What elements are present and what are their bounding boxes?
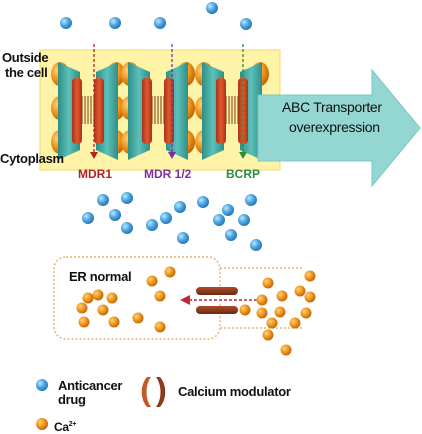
calcium-ion <box>262 277 274 289</box>
calcium-ion <box>108 316 120 328</box>
drug-molecule <box>222 204 234 216</box>
drug-molecule <box>82 212 94 224</box>
calcium-ion <box>97 304 109 316</box>
drug-molecule <box>240 18 252 30</box>
transporter-helix <box>142 78 152 144</box>
transporter-label-mdr12: MDR 1/2 <box>144 167 192 181</box>
calcium-ion <box>280 344 292 356</box>
overexpression-arrow <box>257 68 421 188</box>
drug-molecule <box>154 17 166 29</box>
drug-molecule <box>121 192 133 204</box>
calcium-ion <box>78 316 90 328</box>
cytoplasm-label: Cytoplasm <box>0 151 64 166</box>
calcium-ion <box>276 290 288 302</box>
transporter-helix <box>72 78 82 144</box>
calcium-ion <box>256 294 268 306</box>
drug-molecule <box>197 196 209 208</box>
calcium-ion <box>76 302 88 314</box>
efflux-arrow-head <box>239 152 247 159</box>
calcium-ion <box>106 292 118 304</box>
transporter-2 <box>121 44 195 160</box>
legend-modulator-label: Calcium modulator <box>178 384 291 399</box>
transporter-1 <box>51 44 125 160</box>
calcium-ion <box>239 304 251 316</box>
calcium-ion <box>164 266 176 278</box>
drug-molecule <box>109 17 121 29</box>
drug-molecule <box>225 229 237 241</box>
outside-label-line1: Outside <box>2 50 49 65</box>
er-label: ER normal <box>69 269 132 284</box>
calcium-flow-arrow <box>180 295 262 305</box>
calcium-ion <box>82 292 94 304</box>
drug-molecule <box>250 239 262 251</box>
legend-drug-label-line1: Anticancer <box>58 378 123 393</box>
calcium-ion <box>304 270 316 282</box>
drug-molecule <box>238 214 250 226</box>
transporter-helix <box>216 78 226 144</box>
transporter-label-mdr1: MDR1 <box>78 167 113 181</box>
drug-molecule <box>121 222 133 234</box>
drug-molecule <box>160 212 172 224</box>
calcium-ion <box>146 275 158 287</box>
drug-molecule <box>109 209 121 221</box>
calcium-ion <box>154 290 166 302</box>
drug-molecule <box>245 194 257 206</box>
transporter-helix <box>94 78 104 144</box>
calcium-ion <box>274 306 286 318</box>
calcium-ion <box>256 307 268 319</box>
drug-molecule <box>177 232 189 244</box>
efflux-arrow-head <box>90 152 98 159</box>
calcium-ion <box>266 317 278 329</box>
calcium-ion <box>132 312 144 324</box>
calcium-ion <box>300 307 312 319</box>
arrow-label-line2: overexpression <box>289 119 380 135</box>
calcium-ion <box>154 321 166 333</box>
legend-calcium-icon <box>36 418 48 430</box>
drug-molecule <box>60 17 72 29</box>
legend-drug-label-line2: drug <box>58 392 86 407</box>
calcium-ion <box>92 289 104 301</box>
transporter-label-bcrp: BCRP <box>226 167 261 181</box>
legend-calcium-label: Ca2+ <box>54 418 76 434</box>
drug-molecule <box>206 2 218 14</box>
legend-calcium-text: Ca <box>54 420 69 434</box>
arrow-label-line1: ABC Transporter <box>282 99 382 115</box>
calcium-ion <box>304 291 316 303</box>
calcium-ion <box>262 329 274 341</box>
calcium-ions <box>76 266 316 356</box>
efflux-arrow-head <box>168 152 176 159</box>
legend-drug-icon <box>36 379 48 391</box>
outside-label-line2: the cell <box>5 65 48 80</box>
drug-molecules <box>60 2 262 251</box>
drug-molecule <box>174 201 186 213</box>
legend-modulator-icon <box>141 377 166 407</box>
calcium-ion <box>294 285 306 297</box>
calcium-ion <box>289 317 301 329</box>
drug-molecule <box>97 194 109 206</box>
drug-molecule <box>213 214 225 226</box>
drug-molecule <box>146 219 158 231</box>
legend-calcium-charge: 2+ <box>68 421 77 428</box>
